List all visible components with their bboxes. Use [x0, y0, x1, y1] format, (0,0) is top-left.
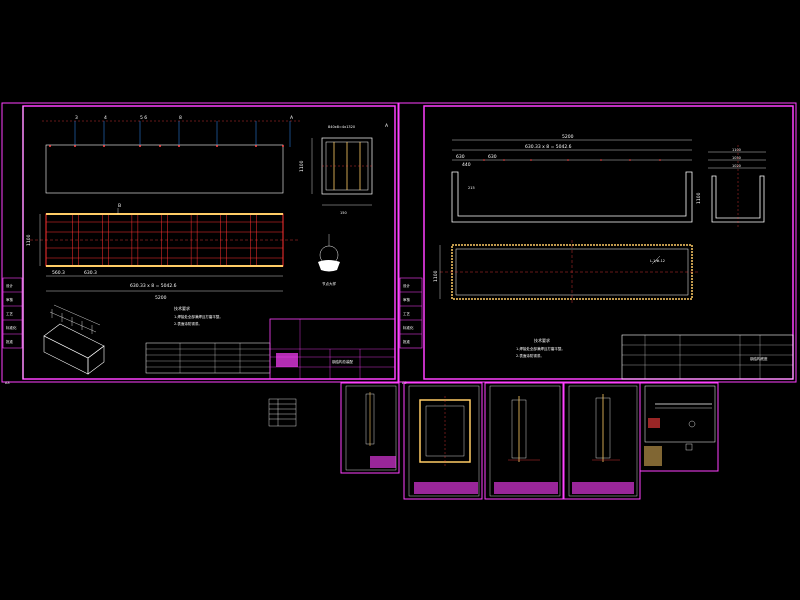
sheet-2-left-dim-3: 440 — [462, 162, 471, 168]
svg-text:560.3: 560.3 — [52, 270, 65, 276]
sheet-2-side-label-1: 设计 — [403, 283, 411, 288]
sheet-1-note-2: 2.表面涂防锈漆。 — [174, 321, 202, 326]
sheet-2-left-dim-1: 630 — [456, 154, 465, 160]
sheet-2-elevation-view: 5200 630.33 x 8 = 5042.6 630 630 440 215… — [451, 134, 702, 223]
sheet-2-section-dim-3: 1020 — [732, 164, 741, 168]
sheet-2-notes-title: 技术要求 — [534, 337, 550, 343]
svg-text:4: 4 — [104, 115, 107, 121]
sheet-1-detail-callout: 节点大样 — [318, 234, 340, 286]
sheet-2-overall-length: 5200 — [562, 134, 574, 140]
sheet-2-title-block: 钢结构底座 — [621, 334, 794, 380]
sheet-1-elevation-view: 3 4 5 6 8 A — [42, 115, 300, 194]
sheet-1-isometric-view — [43, 304, 105, 375]
sheet-2-sub-dim: 630.33 x 8 = 5042.6 — [525, 144, 572, 150]
sheet-2-inner-frame — [423, 105, 794, 380]
side-label-3: 工艺 — [6, 311, 13, 316]
sheet-1-side-block: 设计 审核 工艺 标准化 批准 A3 — [2, 277, 23, 385]
sheet-2-note-1: 1.焊接处全部满焊且打磨平整。 — [516, 346, 565, 351]
sheet-2: 设计 审核 工艺 标准化 批准 A3 5200 630.33 x 8 = 504… — [398, 102, 797, 385]
sheet-1-label-a: A — [385, 123, 389, 129]
sheet-1-section-dim: 630.33 x 8 = 5042.6 — [130, 283, 177, 289]
sheet-2-title-block-text: 钢结构底座 — [750, 356, 768, 361]
sheet-1-section-view: 1100 840x8=4x1320 150 A — [299, 123, 389, 215]
sheet-2-section-dim-2: 1050 — [732, 156, 741, 160]
sheet-1: 设计 审核 工艺 标准化 批准 A3 3 4 5 6 8 A — [1, 102, 399, 427]
sheet-2-side-label-4: 标准化 — [403, 325, 414, 330]
small-sheet-4 — [563, 382, 641, 500]
sheet-1-outer-frame — [1, 102, 399, 383]
sheet-1-label-b: B — [118, 203, 121, 209]
sheet-1-plan-view: 1100 560.3 630.3 630.33 x 8 = 5042.6 520… — [26, 203, 300, 301]
svg-text:节点大样: 节点大样 — [322, 281, 336, 286]
sheet-1-height-dim: 1100 — [26, 234, 32, 246]
sheet-1-notes: 技术要求 1.焊接处全部满焊且打磨平整。 2.表面涂防锈漆。 — [174, 305, 223, 326]
svg-text:3: 3 — [75, 115, 78, 121]
side-label-4: 标准化 — [6, 325, 17, 330]
sheet-2-left-dim-2: 630 — [488, 154, 497, 160]
sheet-2-section-dim-1: 1100 — [732, 148, 741, 152]
sheet-1-section-dim-3: 150 — [340, 211, 347, 215]
sheet-2-outer-frame — [398, 102, 797, 383]
sheet-2-note-label: L-1/Φ-12 — [650, 259, 665, 263]
sheet-2-side-label-3: 工艺 — [403, 311, 411, 316]
sheet-1-legend — [268, 398, 297, 427]
sheet-1-section-dim-2: 840x8=4x1320 — [328, 125, 355, 129]
sheet-2-section-view: 1100 1050 1020 — [708, 145, 766, 228]
svg-text:1100: 1100 — [696, 192, 702, 204]
side-label-5: 批准 — [6, 339, 13, 344]
small-sheet-5 — [639, 382, 719, 472]
sheet-2-side-label-5: 批准 — [403, 339, 411, 344]
small-sheet-1 — [340, 382, 400, 474]
sheet-2-side-label-2: 审核 — [403, 297, 411, 302]
sheet-1-title-block-text: 钢结构总装配 — [332, 359, 353, 364]
sheet-2-notes: 技术要求 1.焊接处全部满焊且打磨平整。 2.表面涂防锈漆。 — [516, 337, 565, 358]
sheet-1-note-1: 1.焊接处全部满焊且打磨平整。 — [174, 314, 223, 319]
sheet-1-title-block: 钢结构总装配 — [145, 318, 396, 380]
sheet-2-side-block: 设计 审核 工艺 标准化 批准 A3 — [399, 277, 423, 385]
svg-text:A: A — [290, 115, 294, 121]
sheet-1-section-dim-1: 1100 — [299, 160, 305, 172]
sheet-2-note-2: 2.表面涂防锈漆。 — [516, 353, 544, 358]
side-label-2: 审核 — [6, 297, 13, 302]
svg-text:5 6: 5 6 — [140, 115, 147, 121]
svg-text:215: 215 — [468, 186, 475, 190]
sheet-2-height-dim: 1100 — [433, 270, 439, 282]
sheet-1-notes-title: 技术要求 — [174, 305, 190, 311]
svg-text:630.3: 630.3 — [84, 270, 97, 276]
svg-text:8: 8 — [179, 115, 182, 121]
small-sheet-3 — [484, 382, 564, 500]
small-sheet-2 — [403, 382, 483, 500]
sheet-2-plan-view: 1100 L-1/Φ-12 — [433, 240, 700, 305]
side-label-1: 设计 — [6, 283, 13, 288]
sheet-1-overall-length: 5200 — [155, 295, 167, 301]
sheet-1-size: A3 — [5, 381, 10, 385]
